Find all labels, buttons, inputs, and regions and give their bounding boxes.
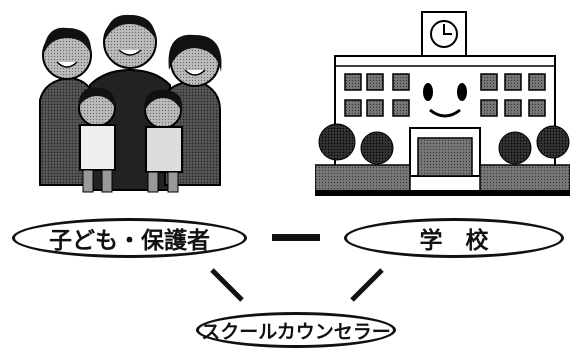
school-node: 学 校 bbox=[344, 218, 564, 258]
counselor-node: スクールカウンセラー bbox=[196, 312, 396, 348]
school-building-illustration bbox=[315, 11, 570, 196]
school-label: 学 校 bbox=[419, 228, 489, 254]
family-node: 子ども・保護者 bbox=[12, 218, 247, 258]
counselor-label: スクールカウンセラー bbox=[201, 320, 391, 343]
family-label: 子ども・保護者 bbox=[49, 228, 210, 254]
connector-family-counselor bbox=[210, 268, 244, 302]
connector-school-counselor bbox=[350, 268, 384, 302]
connector-family-school bbox=[272, 234, 320, 241]
family-illustration bbox=[39, 14, 222, 193]
